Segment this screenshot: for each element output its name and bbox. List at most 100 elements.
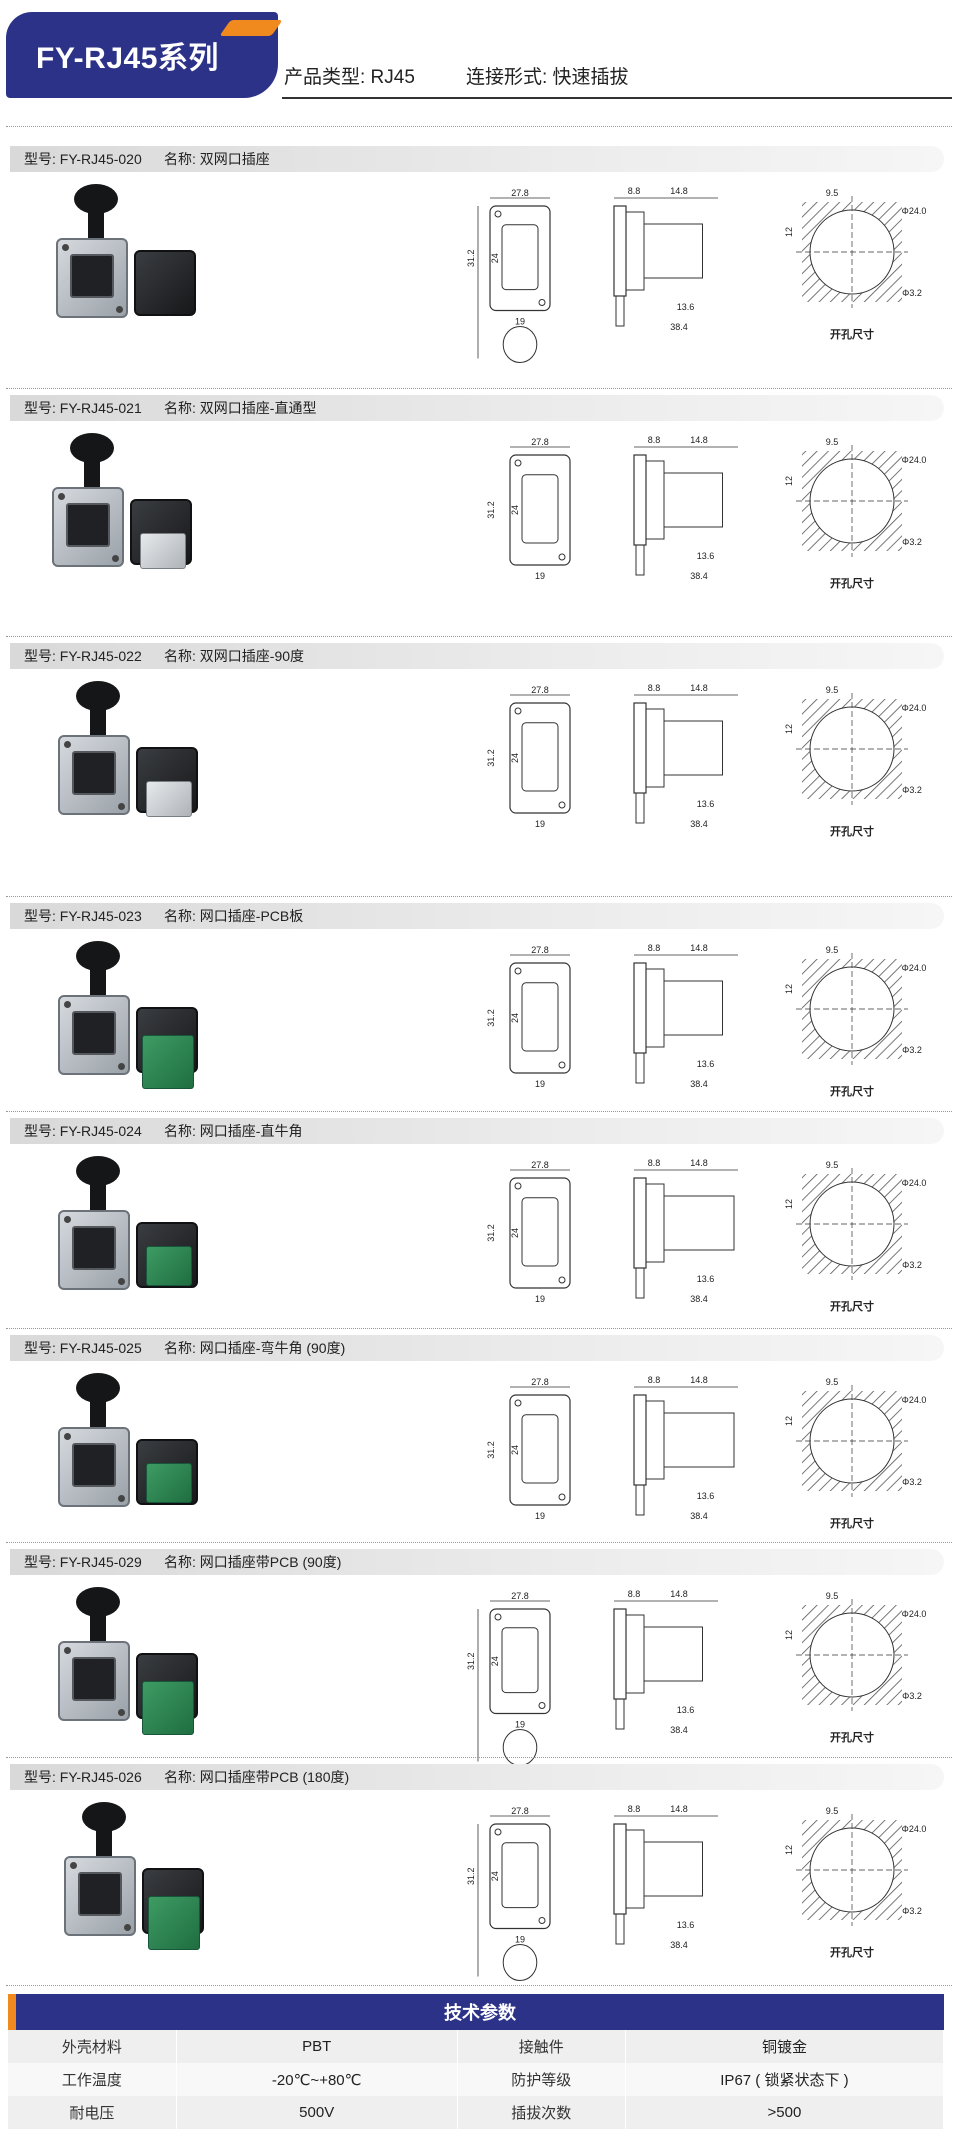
dim-width: 27.8: [511, 1806, 529, 1816]
flange-outline: [489, 1608, 551, 1715]
flange-outline: [489, 1823, 551, 1930]
dim-inner: 24: [490, 1656, 500, 1666]
dust-cap-icon: [76, 941, 120, 971]
mount-hole-br: [558, 1493, 566, 1501]
dust-cap-icon: [76, 681, 120, 711]
mount-hole-tl: [514, 967, 522, 975]
dim-width: 27.8: [531, 1160, 549, 1170]
spec-key: 工作温度: [8, 2063, 177, 2096]
dust-cap-icon: [70, 433, 114, 463]
screw-icon: [118, 1063, 125, 1070]
flange-outline: [509, 1177, 571, 1289]
rj45-port-icon: [72, 1443, 116, 1487]
dim-mid: 14.8: [690, 943, 708, 953]
product-photo: [48, 184, 208, 344]
dim-offset: 9.5: [826, 1591, 839, 1601]
dust-cap-icon: [74, 184, 118, 214]
model-number: 型号: FY-RJ45-023: [24, 908, 142, 924]
screw-icon: [64, 1001, 71, 1008]
dim-height: 31.2: [466, 249, 476, 267]
cap-profile: [635, 1053, 645, 1084]
dim-total: 38.4: [670, 1725, 688, 1735]
dim-offset: 9.5: [826, 1160, 839, 1170]
dim-height: 31.2: [486, 501, 496, 519]
dim-mid: 14.8: [690, 683, 708, 693]
rear-profile: [663, 720, 723, 776]
mount-hole-tl: [514, 1399, 522, 1407]
mount-hole-tl: [514, 707, 522, 715]
dim-width: 27.8: [531, 437, 549, 447]
dim-flat: 12: [784, 1199, 794, 1209]
dotted-divider: [6, 126, 952, 127]
dim-diameter: Φ24.0: [902, 703, 927, 713]
cutout-label: 开孔尺寸: [830, 329, 874, 341]
dim-diameter: Φ24.0: [902, 1609, 927, 1619]
page-header: FY-RJ45系列 产品类型: RJ45 连接形式: 快速插拔: [0, 0, 960, 115]
body-profile: [645, 708, 665, 788]
product-header-bar: 型号: FY-RJ45-025 名称: 网口插座-弯牛角 (90度): [10, 1335, 944, 1361]
dim-bottom: 19: [535, 571, 545, 581]
jack-outline: [521, 474, 559, 544]
dim-height: 31.2: [466, 1652, 476, 1670]
cutout-label: 开孔尺寸: [830, 578, 874, 590]
mount-hole-br: [558, 1276, 566, 1284]
screw-icon: [112, 555, 119, 562]
jack-outline: [501, 1842, 539, 1909]
cutout-label: 开孔尺寸: [830, 1947, 874, 1959]
spec-key: 防护等级: [457, 2063, 626, 2096]
metal-flange-icon: [58, 735, 130, 815]
model-number: 型号: FY-RJ45-025: [24, 1340, 142, 1356]
spec-value: 500V: [176, 2096, 458, 2129]
dim-height: 31.2: [486, 1441, 496, 1459]
screw-icon: [118, 1709, 125, 1716]
dim-total: 38.4: [690, 1079, 708, 1089]
spec-key: 插拔次数: [457, 2096, 626, 2129]
dust-cap-icon: [76, 1373, 120, 1403]
rear-profile: [643, 1841, 703, 1897]
rj45-port-icon: [72, 751, 116, 795]
pcb-board-icon: [142, 1035, 194, 1089]
rear-profile: [663, 1412, 735, 1468]
spec-key: 耐电压: [8, 2096, 177, 2129]
cap-outline: [502, 1729, 538, 1766]
dim-bottom: 19: [515, 1720, 525, 1730]
jack-outline: [521, 1414, 559, 1484]
dim-diameter: Φ24.0: [902, 1178, 927, 1188]
dim-mid: 14.8: [670, 1804, 688, 1814]
screw-icon: [64, 1433, 71, 1440]
dim-hole: Φ3.2: [902, 1045, 922, 1055]
rear-profile: [663, 980, 723, 1036]
metal-flange-icon: [58, 1641, 130, 1721]
dim-offset: 9.5: [826, 437, 839, 447]
product-name: 名称: 网口插座-弯牛角 (90度): [164, 1340, 346, 1356]
mount-hole-br: [538, 1917, 546, 1924]
dim-height: 31.2: [466, 1867, 476, 1885]
dim-offset: 9.5: [826, 188, 839, 198]
model-number: 型号: FY-RJ45-024: [24, 1123, 142, 1139]
jack-outline: [501, 1627, 539, 1694]
spec-value: IP67 ( 锁紧状态下 ): [625, 2063, 945, 2096]
jack-outline: [521, 982, 559, 1052]
dim-bottom: 19: [535, 819, 545, 829]
